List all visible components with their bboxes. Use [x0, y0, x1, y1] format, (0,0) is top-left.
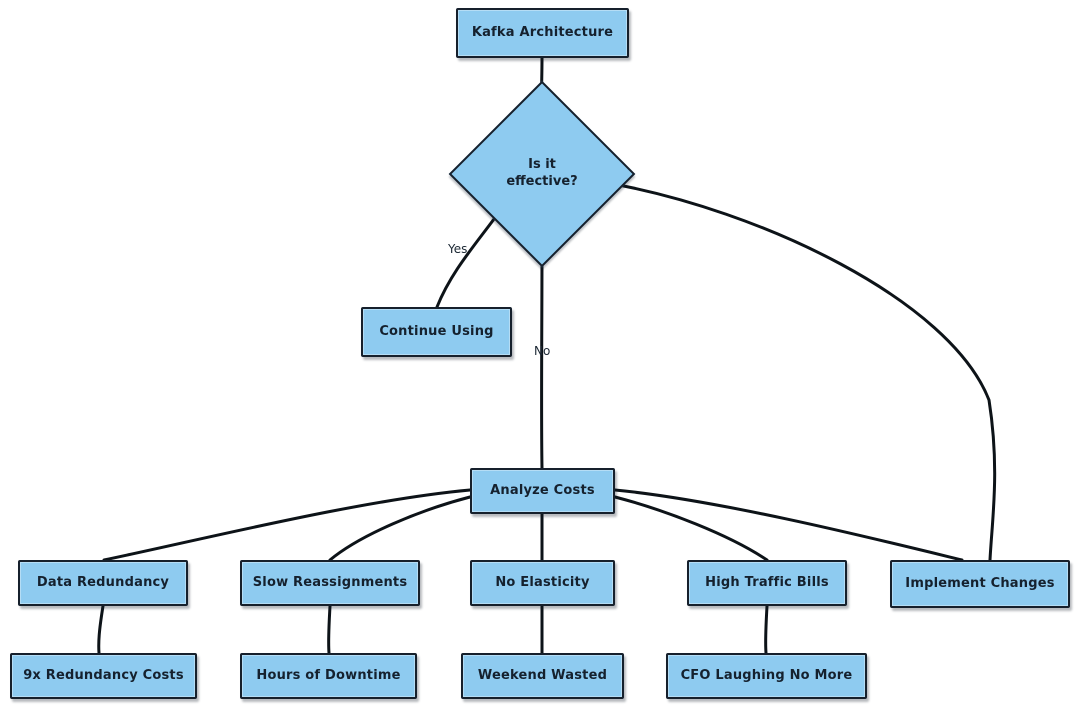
node-label: Analyze Costs	[490, 482, 595, 498]
node-label: Continue Using	[379, 323, 494, 339]
node-weekend[interactable]: Weekend Wasted	[461, 653, 624, 699]
node-downtime[interactable]: Hours of Downtime	[240, 653, 417, 699]
node-redundancy[interactable]: Data Redundancy	[18, 560, 188, 606]
node-label: 9x Redundancy Costs	[23, 667, 184, 683]
edge-analyze-to-traffic	[613, 495, 769, 562]
node-continue[interactable]: Continue Using	[361, 307, 512, 357]
node-elasticity[interactable]: No Elasticity	[470, 560, 615, 606]
node-traffic[interactable]: High Traffic Bills	[687, 560, 847, 606]
node-reassign[interactable]: Slow Reassignments	[240, 560, 420, 606]
edge-label-yes: Yes	[448, 242, 468, 256]
node-label: Weekend Wasted	[477, 667, 608, 683]
node-label: Slow Reassignments	[252, 574, 408, 590]
node-analyze[interactable]: Analyze Costs	[470, 468, 615, 514]
node-label: No Elasticity	[495, 574, 590, 590]
node-implement[interactable]: Implement Changes	[890, 560, 1070, 608]
node-label: Implement Changes	[905, 575, 1055, 591]
node-label: Data Redundancy	[36, 574, 170, 590]
node-label: CFO Laughing No More	[680, 667, 853, 683]
node-cfo[interactable]: CFO Laughing No More	[666, 653, 867, 699]
edge-analyze-to-implement	[613, 488, 964, 562]
node-label: Kafka Architecture	[471, 24, 614, 40]
edge-decision-to-implement	[606, 181, 997, 562]
node-kafka[interactable]: Kafka Architecture	[456, 8, 629, 58]
edge-traffic-to-cfo	[764, 604, 769, 655]
edge-analyze-to-redundancy	[102, 488, 472, 562]
edge-reassign-to-downtime	[327, 604, 332, 655]
node-label: High Traffic Bills	[705, 574, 829, 590]
node-redcost[interactable]: 9x Redundancy Costs	[10, 653, 197, 699]
edge-label-no: No	[534, 344, 551, 358]
edge-redundancy-to-redcost	[97, 604, 105, 655]
node-label: Hours of Downtime	[256, 667, 401, 683]
edge-analyze-to-reassign	[328, 495, 472, 562]
